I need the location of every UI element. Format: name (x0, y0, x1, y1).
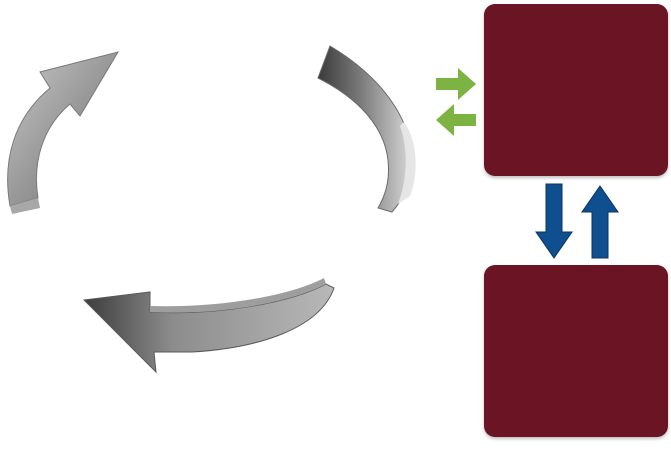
green-left-arrow-icon (436, 104, 476, 136)
maroon-box-bottom (484, 265, 668, 437)
cycle-arrow-upper-left (7, 51, 120, 207)
cycle-arrow-bottom-top-face (150, 278, 326, 313)
cycle-arrow-bottom (82, 283, 335, 374)
green-right-arrow-icon (436, 68, 476, 100)
blue-down-arrow-icon (535, 183, 573, 259)
maroon-box-top (484, 4, 668, 176)
cycle-arrow-upper-left-edge (10, 198, 40, 214)
blue-up-arrow-icon (581, 185, 619, 259)
cycle-arrow-right (317, 45, 413, 213)
cycle-arrow-right-edge (398, 122, 416, 204)
cycle-arrows (7, 45, 416, 374)
